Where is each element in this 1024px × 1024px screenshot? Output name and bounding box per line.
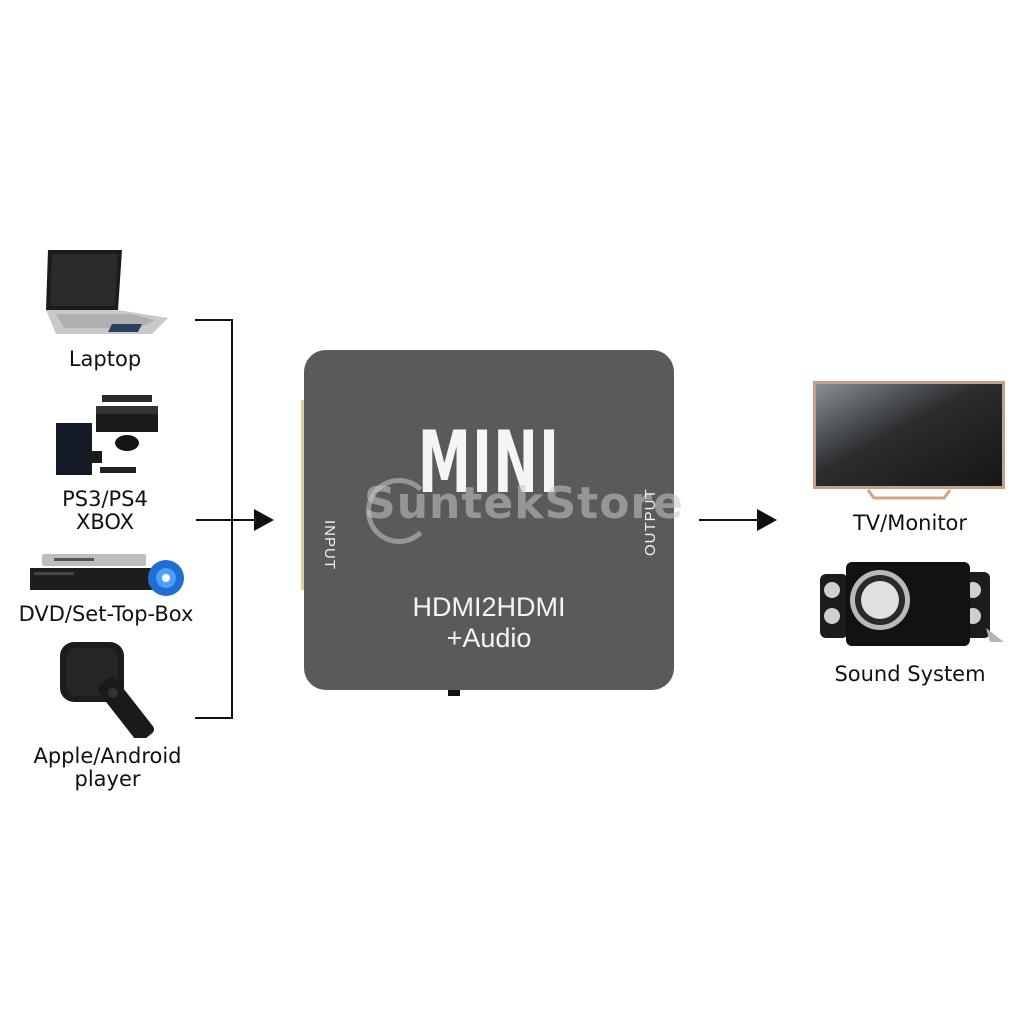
- output-arrow-head-icon: [757, 509, 777, 531]
- speaker-system-icon: [820, 562, 1004, 646]
- input-label-laptop: Laptop: [68, 347, 142, 371]
- input-label-dvd: DVD/Set-Top-Box: [18, 602, 194, 626]
- device-model-line2: +Audio: [446, 623, 532, 653]
- watermark-logo-icon: [366, 478, 432, 544]
- hdmi-converter-device: MINI SuntekStore INPUT OUTPUT HDMI2HDMI …: [301, 350, 683, 690]
- input-label-console-line1: PS3/PS4: [62, 487, 148, 511]
- input-label-player-line1: Apple/Android: [33, 744, 182, 768]
- bracket-top: [195, 319, 232, 321]
- watermark-text: SuntekStore: [364, 478, 684, 529]
- device-brand-text: MINI: [417, 413, 561, 513]
- input-label-console: PS3/PS4 XBOX: [40, 488, 170, 534]
- input-label-console-line2: XBOX: [76, 510, 134, 534]
- output-label-speakers: Sound System: [834, 662, 986, 686]
- device-bottom-port: [448, 690, 460, 696]
- device-model-line1: HDMI2HDMI: [412, 592, 566, 622]
- tv-icon: [813, 381, 1005, 500]
- game-console-icon: [56, 395, 158, 475]
- input-label-player-line2: player: [74, 767, 141, 791]
- input-port: [301, 400, 304, 590]
- laptop-icon: [46, 250, 168, 334]
- output-port-label: OUTPUT: [642, 488, 659, 556]
- input-port-label: INPUT: [321, 520, 338, 570]
- dvd-player-icon: [30, 554, 184, 596]
- input-arrow-head-icon: [254, 509, 274, 531]
- output-arrow-shaft: [699, 519, 759, 521]
- media-player-icon: [60, 642, 155, 738]
- bracket-bottom: [195, 717, 232, 719]
- input-label-player: Apple/Android player: [20, 745, 195, 791]
- input-arrow-shaft: [196, 519, 256, 521]
- output-label-tv: TV/Monitor: [852, 511, 968, 535]
